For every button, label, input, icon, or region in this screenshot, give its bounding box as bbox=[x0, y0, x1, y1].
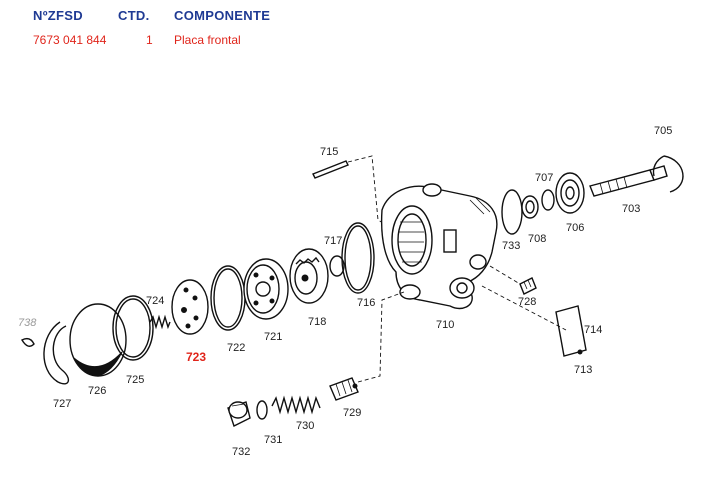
part-724-spring[interactable] bbox=[149, 314, 171, 330]
callout-732: 732 bbox=[232, 446, 250, 458]
callout-730: 730 bbox=[296, 420, 314, 432]
callout-725: 725 bbox=[126, 374, 144, 386]
callout-716: 716 bbox=[357, 297, 375, 309]
part-717-small-o-ring[interactable] bbox=[329, 255, 345, 277]
callout-717: 717 bbox=[324, 235, 342, 247]
callout-703: 703 bbox=[622, 203, 640, 215]
part-723-front-plate[interactable] bbox=[171, 279, 209, 335]
callout-726: 726 bbox=[88, 385, 106, 397]
part-713-screw[interactable] bbox=[577, 349, 583, 355]
callout-727: 727 bbox=[53, 398, 71, 410]
row-ref: 7673 041 844 bbox=[33, 33, 107, 47]
part-728-fitting[interactable] bbox=[519, 277, 537, 295]
row-qty: 1 bbox=[146, 33, 153, 47]
part-727-snap-ring[interactable] bbox=[21, 321, 69, 385]
part-706-bearing[interactable] bbox=[555, 172, 585, 214]
callout-721: 721 bbox=[264, 331, 282, 343]
part-730-spring[interactable] bbox=[271, 395, 321, 415]
callout-738: 738 bbox=[18, 317, 37, 329]
part-714-plate[interactable] bbox=[555, 305, 587, 357]
callout-733: 733 bbox=[502, 240, 520, 252]
part-726-cover-cap[interactable] bbox=[69, 303, 127, 377]
callout-728: 728 bbox=[518, 296, 536, 308]
callout-729: 729 bbox=[343, 407, 361, 419]
callout-724: 724 bbox=[146, 295, 164, 307]
column-header-component: COMPONENTE bbox=[174, 8, 271, 23]
part-708-seal[interactable] bbox=[521, 195, 539, 219]
part-715-pin[interactable] bbox=[312, 160, 349, 179]
part-716-o-ring[interactable] bbox=[341, 222, 375, 294]
callout-722: 722 bbox=[227, 342, 245, 354]
callout-708: 708 bbox=[528, 233, 546, 245]
callout-713: 713 bbox=[574, 364, 592, 376]
part-731-washer[interactable] bbox=[256, 400, 268, 420]
callout-714: 714 bbox=[584, 324, 602, 336]
leader-714 bbox=[481, 285, 567, 331]
callout-706: 706 bbox=[566, 222, 584, 234]
part-710-housing[interactable] bbox=[380, 183, 498, 310]
part-725-o-ring[interactable] bbox=[112, 295, 154, 361]
column-header-qty: CTD. bbox=[118, 8, 150, 23]
part-733-o-ring[interactable] bbox=[501, 189, 523, 235]
part-729-relief-valve[interactable] bbox=[329, 377, 359, 401]
part-721-rotor-plate[interactable] bbox=[243, 258, 289, 320]
column-header-ref: NºZFSD bbox=[33, 8, 83, 23]
callout-723: 723 bbox=[186, 350, 206, 364]
row-component: Placa frontal bbox=[174, 33, 241, 47]
part-732-plug[interactable] bbox=[227, 401, 251, 427]
callout-718: 718 bbox=[308, 316, 326, 328]
callout-715: 715 bbox=[320, 146, 338, 158]
callout-710: 710 bbox=[436, 319, 454, 331]
part-722-o-ring[interactable] bbox=[210, 265, 246, 331]
leader-728 bbox=[489, 265, 521, 285]
part-703-shaft[interactable] bbox=[589, 165, 668, 197]
part-718-gear-set[interactable] bbox=[289, 248, 329, 304]
callout-707: 707 bbox=[535, 172, 553, 184]
part-707-ring[interactable] bbox=[541, 189, 555, 211]
callout-731: 731 bbox=[264, 434, 282, 446]
part-705-snap-ring[interactable] bbox=[652, 155, 684, 193]
callout-705: 705 bbox=[654, 125, 672, 137]
